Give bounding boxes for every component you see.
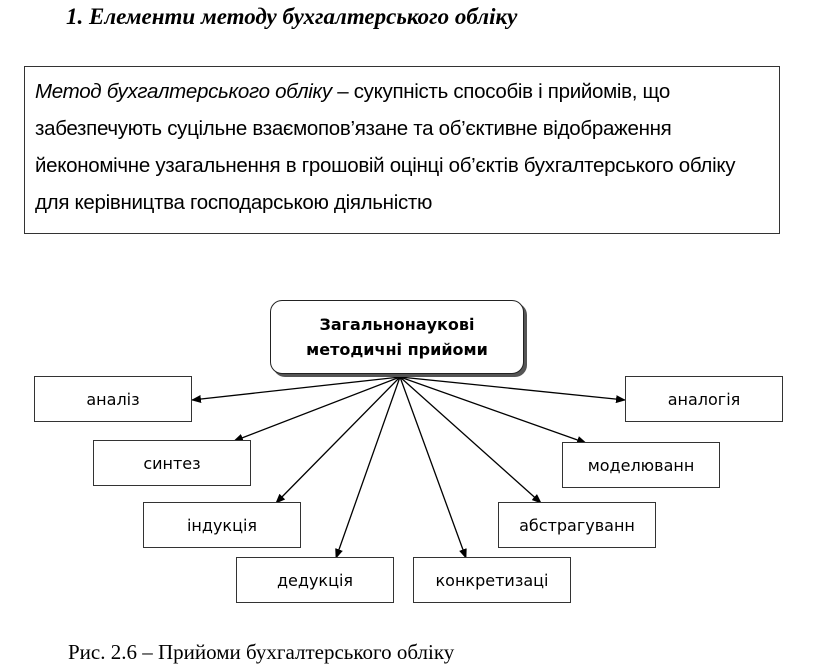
definition-term: Метод бухгалтерського обліку xyxy=(35,80,332,103)
arrow-modeliuvannia xyxy=(399,376,587,444)
node-deduktsiia: дедукція xyxy=(236,557,394,603)
figure-caption: Рис. 2.6 – Прийоми бухгалтерського облік… xyxy=(68,640,455,664)
arrow-analiz xyxy=(191,376,401,403)
node-modeliuvannia: моделюванн xyxy=(562,442,720,488)
arrow-deduktsiia xyxy=(335,376,401,559)
central-node-line1: Загальнонаукові xyxy=(319,315,475,334)
node-induktsiia: індукція xyxy=(143,502,301,548)
arrow-analohiia xyxy=(399,376,626,404)
arrow-abstrahuvannia xyxy=(399,376,542,504)
central-node: Загальнонаукові методичні прийоми xyxy=(270,300,524,374)
arrow-induktsiia xyxy=(275,376,401,504)
arrow-konkretyzatsiia xyxy=(399,376,467,559)
definition-box: Метод бухгалтерського обліку – сукупніст… xyxy=(24,66,780,234)
central-node-line2: методичні прийоми xyxy=(306,340,488,359)
node-konkretyzatsiia: конкретизаці xyxy=(413,557,571,603)
node-abstrahuvannia: абстрагуванн xyxy=(498,502,656,548)
node-analiz: аналіз xyxy=(34,376,192,422)
section-heading: 1. Елементи методу бухгалтерського облік… xyxy=(66,4,518,29)
node-syntez: синтез xyxy=(93,440,251,486)
definition-text: – сукупність способів і прийомів, що заб… xyxy=(35,80,736,214)
node-analohiia: аналогія xyxy=(625,376,783,422)
arrow-syntez xyxy=(233,376,401,442)
